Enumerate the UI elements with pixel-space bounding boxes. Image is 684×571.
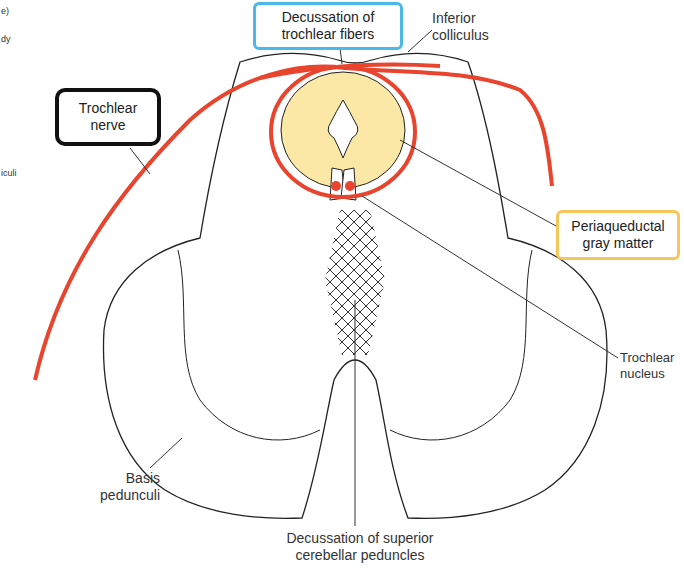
- leader-line: [130, 148, 150, 174]
- callout-text: Periaqueductal gray matter: [565, 218, 671, 252]
- callout-box: Decussation of trochlear fibers: [253, 2, 403, 50]
- leader-line: [340, 48, 342, 64]
- leader-line: [408, 30, 432, 52]
- leader-line: [150, 438, 182, 468]
- cut-text: e): [1, 6, 21, 17]
- structure-label: Basis pedunculi: [70, 470, 160, 504]
- trochlear-nerve: [35, 67, 552, 380]
- cut-text: dy: [1, 34, 21, 45]
- leader-line: [400, 140, 556, 226]
- basis-band-left: [178, 250, 320, 440]
- basis-band-right: [390, 250, 532, 440]
- structure-label: Inferior colliculus: [432, 10, 512, 44]
- structure-label: Decussation of superior cerebellar pedun…: [260, 530, 460, 564]
- aqueduct: [328, 100, 358, 158]
- structure-label: Trochlear nucleus: [620, 350, 682, 382]
- nucleus-dot: [331, 181, 341, 191]
- callout-text: Trochlear nerve: [65, 100, 151, 134]
- cut-text: iculi: [1, 168, 27, 179]
- callout-box: Periaqueductal gray matter: [556, 210, 680, 260]
- periaqueductal-gray: [281, 72, 405, 188]
- trochlear-loop: [271, 67, 415, 197]
- callout-box: Trochlear nerve: [55, 88, 161, 146]
- nucleus-dot: [345, 181, 355, 191]
- callout-text: Decussation of trochlear fibers: [262, 9, 394, 43]
- trochlear-cross: [260, 65, 440, 79]
- leader-line: [355, 300, 356, 526]
